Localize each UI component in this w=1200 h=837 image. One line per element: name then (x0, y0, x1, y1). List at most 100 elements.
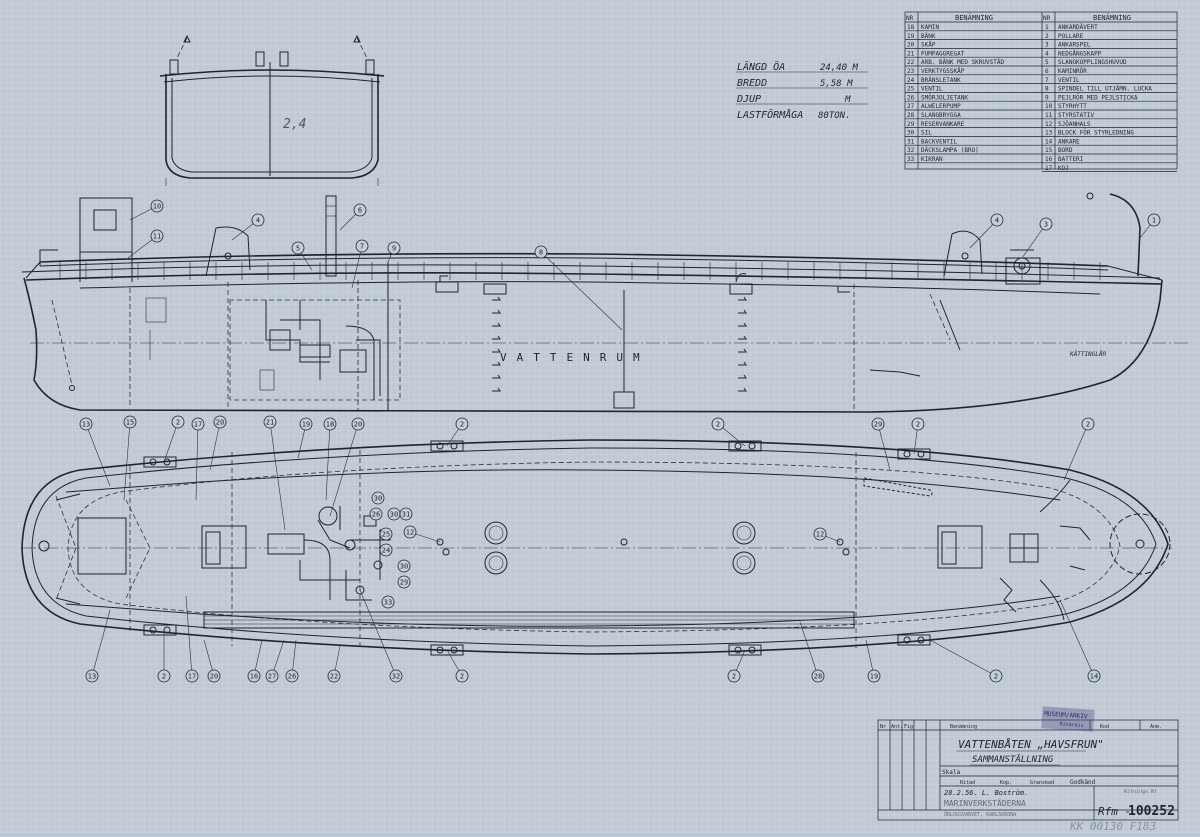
callout-bubble (989, 669, 1003, 683)
part-nr: 24 (907, 77, 915, 84)
callout-bubble (263, 415, 277, 429)
callout-number: 13 (82, 421, 90, 429)
callout-number: 2 (460, 421, 464, 429)
ladder-rung (492, 322, 501, 327)
callout-number: 27 (268, 673, 276, 681)
callout-bubble (150, 199, 164, 213)
part-name: ALWELERPUMP (921, 103, 961, 110)
part-name: BACKVENTIL (921, 138, 958, 145)
length-value: 24,40 M (820, 63, 859, 73)
callout-bubble (711, 417, 725, 431)
callout-number: 9 (392, 245, 396, 253)
compartment-label: VATTENRUM (500, 351, 650, 364)
leader-line (799, 621, 819, 677)
part-name: STYRHYTT (1058, 103, 1087, 110)
callout-bubble (871, 417, 885, 431)
leader-line (85, 423, 111, 487)
callout-number: 33 (384, 599, 392, 607)
scale-label: Skala (942, 769, 960, 776)
part-nr: 29 (907, 121, 915, 128)
part-name: SPINDEL TILL UTJÄMN. LUCKA (1058, 86, 1152, 93)
ladder-rung (738, 387, 747, 392)
callout-bubble (397, 559, 411, 573)
callout-number: 20 (354, 421, 362, 429)
stamp-line-1: MUSEUM/ARKIV (1044, 710, 1088, 720)
part-name: BLOCK FÖR STYRLEDNING (1058, 130, 1134, 137)
callout-number: 26 (372, 511, 380, 519)
part-nr: 27 (907, 103, 915, 110)
callout-number: 6 (358, 207, 362, 215)
leader-line (1063, 423, 1089, 481)
tb-col-ant: Ant. (891, 724, 903, 730)
callout-number: 12 (406, 529, 414, 537)
part-name: ANKARSPEL (1058, 42, 1091, 49)
dimensions-block: LÄNGD ÖA 24,40 M BREDD 5,58 M DJUP M LAS… (736, 60, 868, 121)
length-label: LÄNGD ÖA (737, 60, 785, 73)
part-name: VENTIL (921, 86, 943, 93)
leader-line (269, 421, 286, 531)
part-name: RESERVANKARE (921, 121, 965, 128)
callout-number: 18 (326, 421, 334, 429)
callout-bubble (207, 669, 221, 683)
callout-number: 2 (732, 673, 736, 681)
callout-number: 2 (716, 421, 720, 429)
part-nr: 19 (907, 33, 915, 40)
tb-col-kod: Kod (1100, 724, 1109, 730)
callout-bubble (455, 417, 469, 431)
callout-bubble (534, 245, 548, 259)
part-name: ANKARDÄVERT (1058, 24, 1098, 31)
callout-bubble (327, 669, 341, 683)
part-nr: 10 (1045, 103, 1053, 110)
ladder-rung (492, 309, 501, 314)
callout-number: 13 (88, 673, 96, 681)
leader-line (969, 219, 998, 249)
part-name: PEJLRÖR MED PEJLSTICKA (1058, 94, 1138, 101)
leader-line (185, 595, 193, 677)
part-name: SLANGBRYGGA (921, 112, 961, 119)
depth-value: M (844, 95, 851, 105)
part-name: VERKTYGSSKÅP (921, 68, 965, 75)
part-nr: 9 (1045, 94, 1049, 101)
part-nr: 22 (907, 59, 915, 66)
office-name: MARINVERKSTÄDERNA (944, 798, 1026, 808)
callout-bubble (185, 669, 199, 683)
callout-number: 19 (302, 421, 310, 429)
callout-number: 2 (916, 421, 920, 429)
part-nr: 1 (1045, 24, 1049, 31)
callout-bubble (867, 669, 881, 683)
leader-line (329, 423, 359, 517)
drawing-title: VATTENBÅTEN „HAVSFRUN" (958, 738, 1104, 751)
ladder-rung (492, 374, 501, 379)
callout-number: 1 (1152, 217, 1156, 225)
callout-bubble (1147, 213, 1161, 227)
capacity-value: 80TON. (818, 111, 851, 121)
part-name: VENTIL (1058, 77, 1080, 84)
ladder-rung (738, 374, 747, 379)
callout-number: 2 (460, 673, 464, 681)
leader-line (325, 423, 331, 501)
pollard (143, 456, 177, 468)
callout-bubble (389, 669, 403, 683)
part-name: KIKRAN (921, 156, 943, 163)
part-name: PUMPAGGREGAT (921, 50, 965, 57)
callout-number: 2 (176, 419, 180, 427)
callout-number: 17 (194, 421, 202, 429)
archive-label: Ritnings Nr (1124, 789, 1157, 795)
callout-number: 32 (392, 673, 400, 681)
callout-bubble (247, 669, 261, 683)
callout-bubble (381, 595, 395, 609)
depth-label: DJUP (736, 94, 761, 105)
section-dimension-note: 2,4 (283, 117, 306, 132)
part-nr: 30 (907, 130, 915, 137)
part-nr: 23 (907, 68, 915, 75)
callout-number: 26 (288, 673, 296, 681)
callout-bubble (403, 525, 417, 539)
callout-number: 4 (995, 217, 999, 225)
part-name: SMÖRJOLJETANK (921, 94, 968, 101)
ladder-rung (738, 309, 747, 314)
tb-col-benamning: Benämning (950, 724, 977, 730)
callout-number: 10 (153, 203, 161, 211)
